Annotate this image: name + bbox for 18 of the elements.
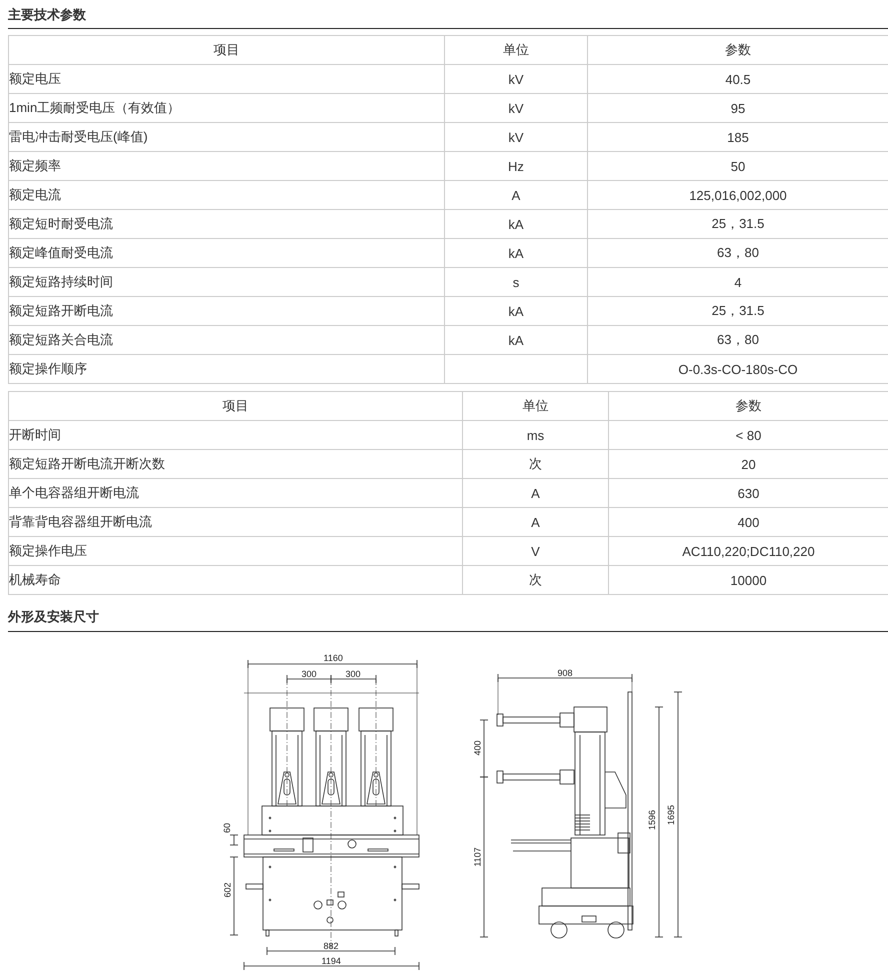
dimension-label: 1596 — [647, 810, 658, 830]
dimension-label: 882 — [324, 941, 339, 951]
dimension-label: 908 — [558, 668, 573, 678]
dimension-label: 1695 — [666, 804, 676, 826]
dimension-label: 60 — [222, 823, 232, 833]
dimension-label: 300 — [302, 669, 317, 679]
dimension-label: 300 — [346, 669, 361, 679]
header-cell: 项目 — [8, 391, 463, 421]
dimension-label: 1194 — [322, 956, 341, 966]
dimension-label: 602 — [222, 882, 232, 898]
header-cell: 项目 — [8, 35, 445, 65]
section-heading: 主要技术参数 — [8, 6, 86, 24]
table-cell: 机械寿命 — [8, 565, 463, 595]
dimension-label: 1107 — [472, 847, 482, 867]
dimension-label: 1160 — [324, 653, 343, 663]
dimension-label: 400 — [472, 740, 482, 756]
section-heading: 外形及安装尺寸 — [8, 608, 99, 626]
table-cell: 额定操作顺序 — [8, 354, 445, 384]
